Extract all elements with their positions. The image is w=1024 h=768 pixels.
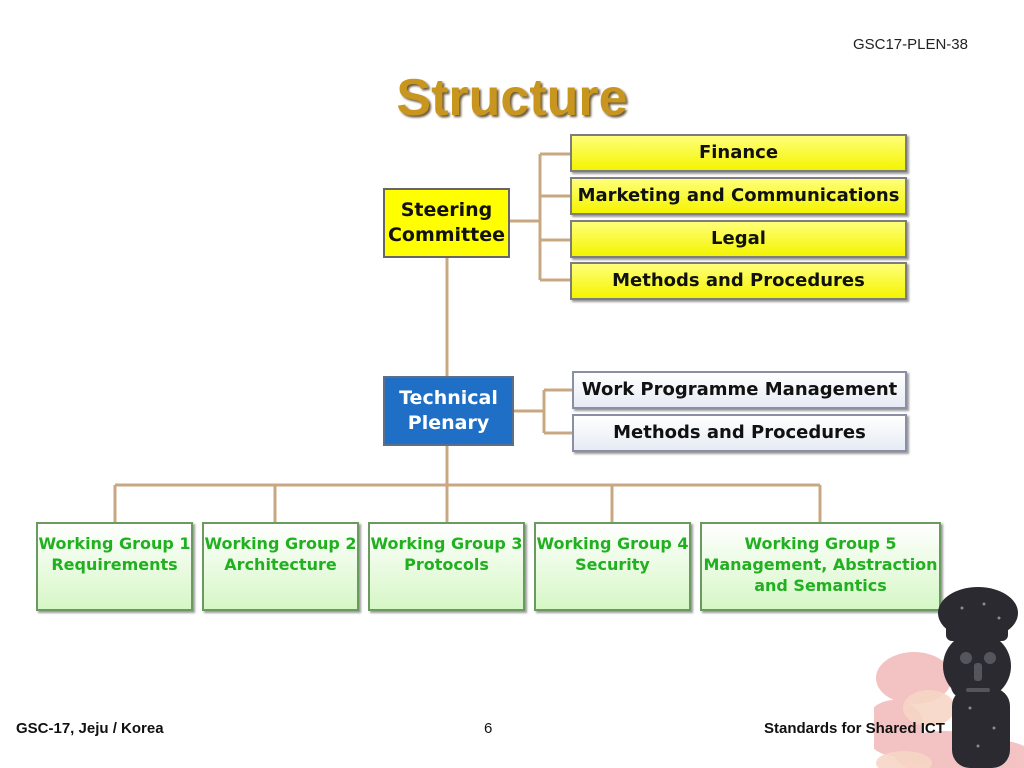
working-group-2-box: Working Group 2 Architecture xyxy=(202,522,359,611)
legal-box: Legal xyxy=(570,220,907,258)
technical-plenary-line2: Plenary xyxy=(407,412,490,434)
finance-label: Finance xyxy=(698,142,779,164)
plenary-methods-procedures-label: Methods and Procedures xyxy=(613,422,866,444)
plenary-methods-procedures-box: Methods and Procedures xyxy=(572,414,907,452)
working-group-3-box: Working Group 3 Protocols xyxy=(368,522,525,611)
technical-plenary-box: Technical Plenary xyxy=(383,376,514,446)
working-group-3-title: Working Group 3 xyxy=(370,534,523,553)
slide-title: Structure xyxy=(396,69,628,127)
marketing-communications-label: Marketing and Communications xyxy=(577,185,900,207)
technical-plenary-line1: Technical xyxy=(399,387,498,410)
footer-event: GSC-17, Jeju / Korea xyxy=(16,720,164,737)
steering-methods-procedures-box: Methods and Procedures xyxy=(570,262,907,300)
stone-statue-illustration xyxy=(874,587,1024,768)
working-group-2-name: Architecture xyxy=(224,554,337,574)
working-group-2-title: Working Group 2 xyxy=(204,534,357,553)
working-group-5-name-line2: and Semantics xyxy=(754,575,887,595)
page-number: 6 xyxy=(484,720,493,737)
working-group-4-box: Working Group 4 Security xyxy=(534,522,691,611)
steering-committee-line2: Committee xyxy=(387,224,506,246)
legal-label: Legal xyxy=(711,228,766,250)
working-group-5-box: Working Group 5 Management, Abstraction … xyxy=(700,522,941,611)
working-group-5-name-line1: Management, Abstraction xyxy=(703,554,938,574)
working-group-3-name: Protocols xyxy=(404,554,489,574)
work-programme-management-label: Work Programme Management xyxy=(581,379,898,401)
marketing-communications-box: Marketing and Communications xyxy=(570,177,907,215)
working-group-5-title: Working Group 5 xyxy=(744,534,897,553)
steering-committee-box: Steering Committee xyxy=(383,188,510,258)
working-group-1-name: Requirements xyxy=(51,554,178,574)
working-group-1-title: Working Group 1 xyxy=(38,534,191,553)
steering-methods-procedures-label: Methods and Procedures xyxy=(612,270,865,292)
working-group-1-box: Working Group 1 Requirements xyxy=(36,522,193,611)
document-id: GSC17-PLEN-38 xyxy=(852,36,968,53)
work-programme-management-box: Work Programme Management xyxy=(572,371,907,409)
steering-committee-line1: Steering xyxy=(400,199,493,222)
working-group-4-title: Working Group 4 xyxy=(536,534,689,553)
working-group-4-name: Security xyxy=(575,554,650,574)
finance-box: Finance xyxy=(570,134,907,172)
footer-tagline: Standards for Shared ICT xyxy=(764,720,945,737)
